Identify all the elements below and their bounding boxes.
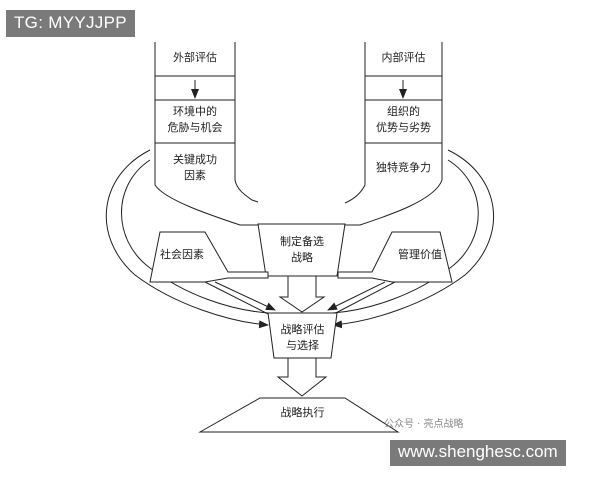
left-funnel [154,42,259,226]
watermark-bottom: www.shenghesc.com [390,440,566,466]
candidate-strategies-box [257,223,346,277]
diagonal-arrows [204,281,396,316]
left-outer-curve [105,149,269,329]
strengths-weaknesses-label: 组织的 优势与劣势 [376,105,431,134]
social-to-eval-arrow [204,281,275,316]
right-funnel [344,42,443,226]
threats-opportunities-label: 环境中的 危胁与机会 [167,105,223,134]
evaluation-down-arrow [276,357,328,397]
execution-label: 战略执行 [280,406,325,419]
mgmt-to-eval-arrow [328,281,396,316]
distinctive-competence-label: 独特竞争力 [376,161,431,174]
strategy-down-arrow [278,275,326,313]
social-factors-label: 社会因素 [160,248,204,261]
right-outer-curve [332,149,495,329]
management-values-shape [337,231,453,283]
outer-arrows [105,149,495,329]
external-assessment-label: 外部评估 [173,51,217,64]
evaluation-selection-box [267,312,338,359]
key-success-factors-label: 关键成功 因素 [173,153,217,182]
internal-assessment-label: 内部评估 [381,51,426,64]
execution-shape [198,397,400,433]
management-values-label: 管理价值 [398,248,442,261]
evaluation-selection-label: 战略评估 与选择 [280,323,325,352]
candidate-strategies-label: 制定备选 战略 [280,235,324,264]
right-funnel-outline [344,42,443,226]
left-funnel-outline [154,42,259,226]
watermark-top: TG: MYYJJPP [6,10,135,37]
right-outer-curve-inner [332,159,479,314]
left-outer-curve-inner [121,159,269,314]
social-factors-shape [149,231,269,283]
wechat-watermark: 公众号 · 亮点战略 [384,419,464,430]
